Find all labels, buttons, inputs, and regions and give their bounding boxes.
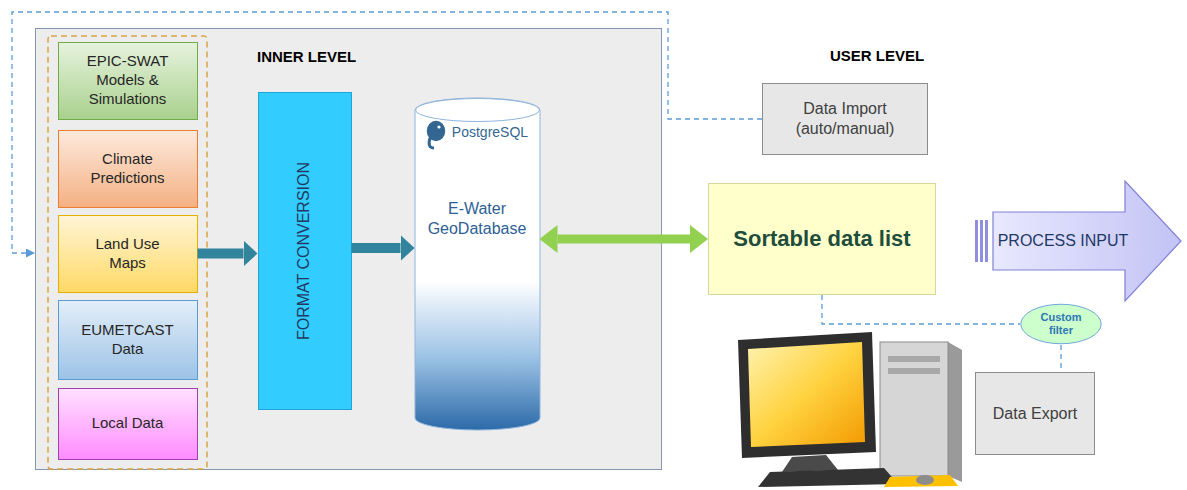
import-label: Data Import (auto/manual) [785, 99, 905, 139]
data-list-box: Sortable data list [708, 183, 936, 295]
source-label: EPIC-SWAT Models & Simulations [73, 52, 183, 108]
logo-eye [437, 125, 440, 128]
tower-side [948, 342, 962, 482]
flow-arrow [198, 249, 244, 259]
mouse-pad [884, 475, 958, 487]
logo-text: PostgreSQL [452, 124, 528, 142]
postgresql-logo [426, 120, 446, 148]
source-box: EUMETCAST Data [58, 300, 198, 380]
source-label: Climate Predictions [73, 150, 183, 188]
arrow-body [993, 181, 1181, 301]
filter-ellipse: Custom filter [1020, 303, 1102, 345]
monitor-stand [782, 455, 838, 472]
source-label: EUMETCAST Data [73, 321, 183, 359]
cylinder-top [415, 98, 539, 121]
database-cylinder: PostgreSQL E-Water GeoDatabase [415, 98, 540, 430]
process-input-label: PROCESS INPUT [998, 231, 1129, 251]
source-label: Local Data [92, 414, 164, 433]
computer-tower [880, 342, 948, 476]
source-box: Land Use Maps [58, 215, 198, 293]
filter-label: Custom filter [1035, 311, 1087, 336]
process-arrow: PROCESS INPUT [975, 180, 1183, 302]
monitor-screen [748, 342, 865, 447]
import-box: Data Import (auto/manual) [762, 83, 928, 155]
arrow-bar [975, 220, 978, 262]
keyboard [758, 468, 898, 487]
export-box: Data Export [975, 372, 1095, 455]
flow-arrow [352, 243, 401, 253]
process-label: FORMAT CONVERSION [295, 161, 315, 339]
source-label: Land Use Maps [83, 235, 173, 273]
source-box: EPIC-SWAT Models & Simulations [58, 42, 198, 120]
logo-trunk [429, 138, 434, 148]
double-arrow [558, 235, 691, 244]
monitor-frame [738, 332, 876, 458]
arrow-bar [980, 220, 983, 262]
cyl-shape [415, 98, 540, 430]
database-label: E-Water GeoDatabase [422, 199, 532, 239]
source-box: Local Data [58, 388, 198, 460]
inner-level-panel: INNER LEVEL EPIC-SWAT Models & Simulation… [35, 28, 662, 470]
dashed-connector [1060, 345, 1061, 372]
group-bracket [48, 36, 207, 469]
drive-slot [888, 356, 940, 362]
level-heading: INNER LEVEL [257, 48, 356, 67]
arrow-bar [985, 220, 988, 262]
ellipse-outline [1021, 304, 1101, 343]
mouse [916, 475, 934, 485]
level-heading: USER LEVEL [830, 47, 924, 65]
process-box: FORMAT CONVERSION [258, 92, 352, 410]
export-label: Data Export [993, 404, 1077, 424]
cylinder-body [415, 98, 540, 430]
list-label: Sortable data list [733, 225, 910, 253]
dashed-connector [822, 295, 1020, 324]
source-box: Climate Predictions [58, 130, 198, 208]
drive-slot [888, 368, 940, 374]
dashed-import-arrow [12, 12, 762, 253]
